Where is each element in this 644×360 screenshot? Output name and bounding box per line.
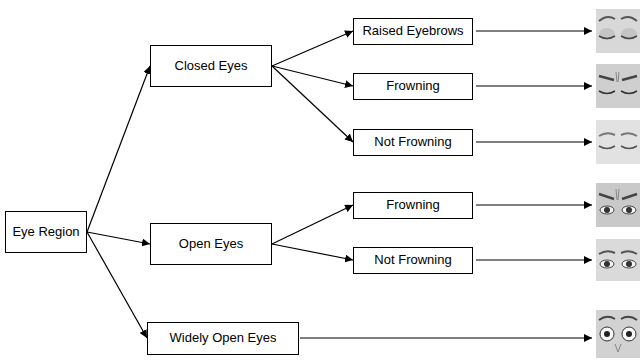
photo-arrows bbox=[300, 31, 592, 338]
box-label: Eye Region bbox=[12, 225, 79, 240]
category-box: Not Frowning bbox=[353, 247, 473, 274]
box-label: Open Eyes bbox=[179, 237, 243, 252]
photo-arrow bbox=[476, 85, 592, 86]
tree-arrow bbox=[87, 232, 147, 338]
category-box: Raised Eyebrows bbox=[353, 18, 473, 45]
box-label: Not Frowning bbox=[374, 135, 451, 150]
box-label: Closed Eyes bbox=[175, 59, 248, 74]
photo-arrow bbox=[476, 30, 592, 31]
root-box: Eye Region bbox=[5, 211, 87, 253]
tree-arrow bbox=[87, 66, 150, 232]
category-box: Closed Eyes bbox=[150, 45, 272, 87]
eye-photo bbox=[596, 239, 640, 281]
tree-arrow bbox=[272, 31, 353, 66]
photo-arrow bbox=[300, 337, 592, 338]
box-label: Frowning bbox=[386, 198, 439, 213]
tree-arrow bbox=[272, 205, 353, 244]
photo-arrow bbox=[476, 204, 592, 205]
photo-arrow bbox=[476, 259, 592, 260]
category-box: Frowning bbox=[353, 73, 473, 100]
category-box: Not Frowning bbox=[353, 129, 473, 156]
eye-photo bbox=[596, 120, 640, 164]
eye-photo bbox=[596, 310, 640, 358]
category-box: Open Eyes bbox=[150, 223, 272, 265]
category-box: Frowning bbox=[353, 192, 473, 219]
tree-arrow bbox=[272, 66, 353, 86]
tree-arrow bbox=[272, 244, 353, 260]
eye-photo bbox=[596, 9, 640, 53]
box-label: Not Frowning bbox=[374, 253, 451, 268]
category-box: Widely Open Eyes bbox=[147, 322, 299, 355]
box-label: Widely Open Eyes bbox=[170, 331, 277, 346]
box-label: Frowning bbox=[386, 79, 439, 94]
photo-arrow bbox=[476, 141, 592, 142]
box-label: Raised Eyebrows bbox=[362, 24, 463, 39]
eye-photo bbox=[596, 183, 640, 227]
tree-arrow bbox=[87, 232, 150, 244]
eye-photo bbox=[596, 64, 640, 108]
tree-arrow bbox=[272, 66, 353, 142]
